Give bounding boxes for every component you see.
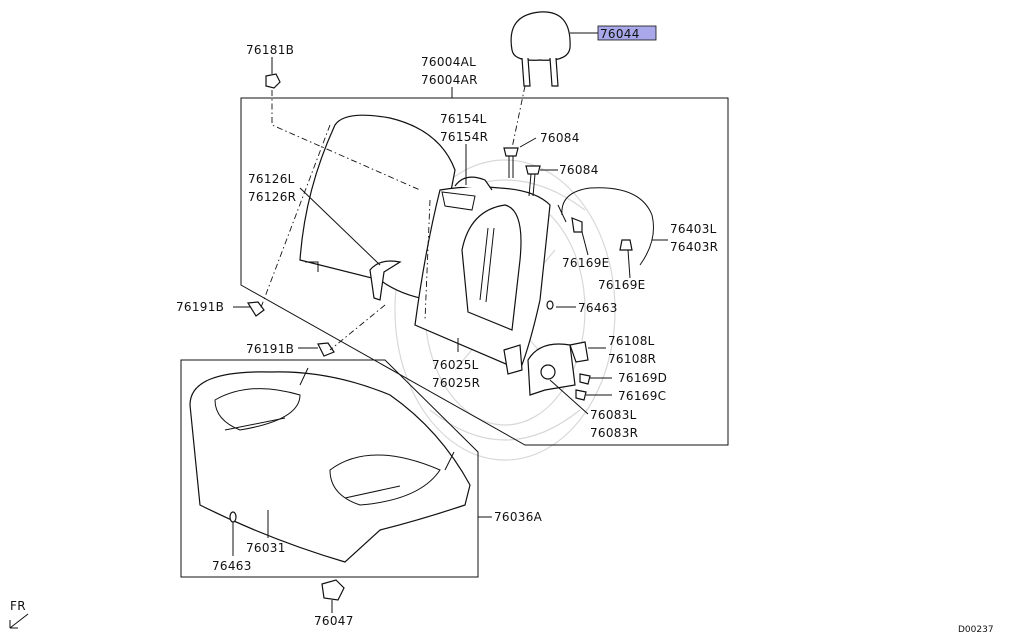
clip-76463-a <box>546 300 554 310</box>
label-76044: 76044 <box>600 27 640 41</box>
label-76154L: 76154L <box>440 112 487 126</box>
label-76108L: 76108L <box>608 334 655 348</box>
label-76181B: 76181B <box>246 43 294 57</box>
label-76025L: 76025L <box>432 358 479 372</box>
label-76191B-b: 76191B <box>246 342 294 356</box>
clip-76463-b <box>229 511 237 523</box>
label-76169C: 76169C <box>618 389 666 403</box>
label-76463-b: 76463 <box>212 559 252 573</box>
latch-76047 <box>321 579 345 601</box>
label-76084-b: 76084 <box>559 163 599 177</box>
label-76169E-b: 76169E <box>598 278 646 292</box>
guide-bolts <box>503 147 541 197</box>
label-76083L: 76083L <box>590 408 637 422</box>
label-76169D: 76169D <box>618 371 667 385</box>
dash-guides <box>259 85 526 351</box>
release-cable <box>561 187 654 266</box>
clips-76169E <box>571 217 633 251</box>
headrest-part <box>510 11 571 87</box>
seat-back-frame <box>414 176 551 371</box>
label-76036A: 76036A <box>494 510 543 524</box>
drawing-code: D00237 <box>958 625 994 635</box>
label-76126R: 76126R <box>248 190 296 204</box>
label-76025R: 76025R <box>432 376 480 390</box>
seat-cushion <box>189 367 471 563</box>
bolt-76191B-b <box>317 342 335 357</box>
label-76403R: 76403R <box>670 240 718 254</box>
bolt-76191B-a <box>246 301 265 317</box>
label-76108R: 76108R <box>608 352 656 366</box>
label-76154R: 76154R <box>440 130 488 144</box>
hinge-assembly <box>503 341 589 396</box>
nut-76181B <box>265 73 281 89</box>
fr-label: FR <box>10 599 26 613</box>
label-76047: 76047 <box>314 614 354 628</box>
seat-cushion-assembly-box <box>180 359 479 578</box>
label-76084-a: 76084 <box>540 131 580 145</box>
label-76191B-a: 76191B <box>176 300 224 314</box>
label-76031: 76031 <box>246 541 286 555</box>
label-76403L: 76403L <box>670 222 717 236</box>
label-76083R: 76083R <box>590 426 638 440</box>
label-76004AR: 76004AR <box>421 73 478 87</box>
screws <box>575 373 591 401</box>
front-direction-indicator: FR <box>9 599 29 629</box>
fr-arrow-icon <box>9 613 29 629</box>
leader-lines <box>232 32 668 613</box>
seat-back-assembly-box <box>240 97 729 446</box>
label-76169E-a: 76169E <box>562 256 610 270</box>
label-76004AL: 76004AL <box>421 55 476 69</box>
label-76126L: 76126L <box>248 172 295 186</box>
seat-back-pad <box>299 114 456 301</box>
highlight-box <box>597 25 657 41</box>
label-76463-a: 76463 <box>578 301 618 315</box>
pad-bracket <box>369 260 402 301</box>
part-labels: 76044 76181B 76004AL 76004AR 76154L 7615… <box>176 27 718 628</box>
